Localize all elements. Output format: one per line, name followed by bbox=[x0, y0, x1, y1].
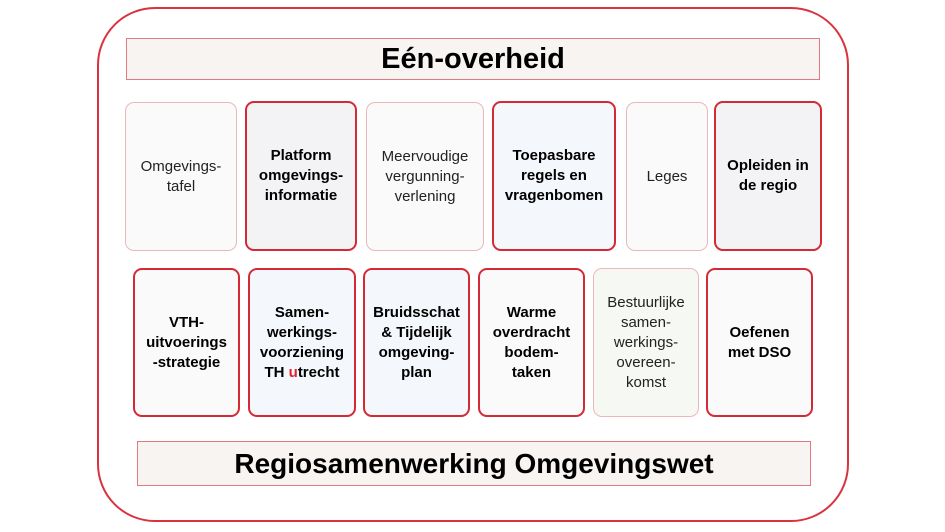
card-label: Oefenen met DSO bbox=[727, 323, 792, 361]
card-bruidsschat[interactable]: Bruidsschat & Tijdelijk omgeving- plan bbox=[363, 268, 470, 417]
card-warme-overdracht[interactable]: Warme overdracht bodem- taken bbox=[478, 268, 585, 417]
highlight-letter: u bbox=[288, 363, 298, 381]
card-label: Meervoudige vergunning- verlening bbox=[381, 147, 469, 205]
card-omgevingstafel[interactable]: Omgevings- tafel bbox=[125, 102, 237, 251]
card-samenwerkingsvoorziening[interactable]: Samen- werkings- voorziening TH utrecht bbox=[248, 268, 356, 417]
bottom-banner: Regiosamenwerking Omgevingswet bbox=[137, 441, 811, 486]
outer-frame bbox=[97, 7, 849, 522]
card-label: Toepasbare regels en vragenbomen bbox=[504, 147, 604, 204]
card-label: Opleiden in de regio bbox=[727, 157, 809, 194]
card-oefenen-met-dso[interactable]: Oefenen met DSO bbox=[706, 268, 813, 417]
card-label: Leges bbox=[646, 167, 688, 185]
card-label: Bruidsschat & Tijdelijk omgeving- plan bbox=[373, 303, 460, 381]
card-label: VTH- uitvoerings -strategie bbox=[146, 313, 227, 371]
card-leges[interactable]: Leges bbox=[626, 102, 708, 251]
card-opleiden-in-de-regio[interactable]: Opleiden in de regio bbox=[714, 101, 822, 251]
top-banner: Eén-overheid bbox=[126, 38, 820, 80]
card-toepasbare-regels[interactable]: Toepasbare regels en vragenbomen bbox=[492, 101, 616, 251]
top-banner-title: Eén-overheid bbox=[381, 42, 565, 75]
card-label: Omgevings- tafel bbox=[140, 157, 222, 195]
card-platform-omgevingsinformatie[interactable]: Platform omgevings- informatie bbox=[245, 101, 357, 251]
card-label: Platform omgevings- informatie bbox=[258, 147, 344, 204]
bottom-banner-title: Regiosamenwerking Omgevingswet bbox=[234, 447, 714, 479]
card-bestuurlijke-samenwerkingsovereenkomst[interactable]: Bestuurlijke samen- werkings- overeen- k… bbox=[593, 268, 699, 417]
card-meervoudige-vergunningverlening[interactable]: Meervoudige vergunning- verlening bbox=[366, 102, 484, 251]
card-label: Bestuurlijke samen- werkings- overeen- k… bbox=[607, 293, 685, 391]
card-label: Samen- werkings- voorziening TH utrecht bbox=[259, 303, 345, 381]
card-vth-uitvoeringsstrategie[interactable]: VTH- uitvoerings -strategie bbox=[133, 268, 240, 417]
card-label: Warme overdracht bodem- taken bbox=[492, 303, 571, 381]
